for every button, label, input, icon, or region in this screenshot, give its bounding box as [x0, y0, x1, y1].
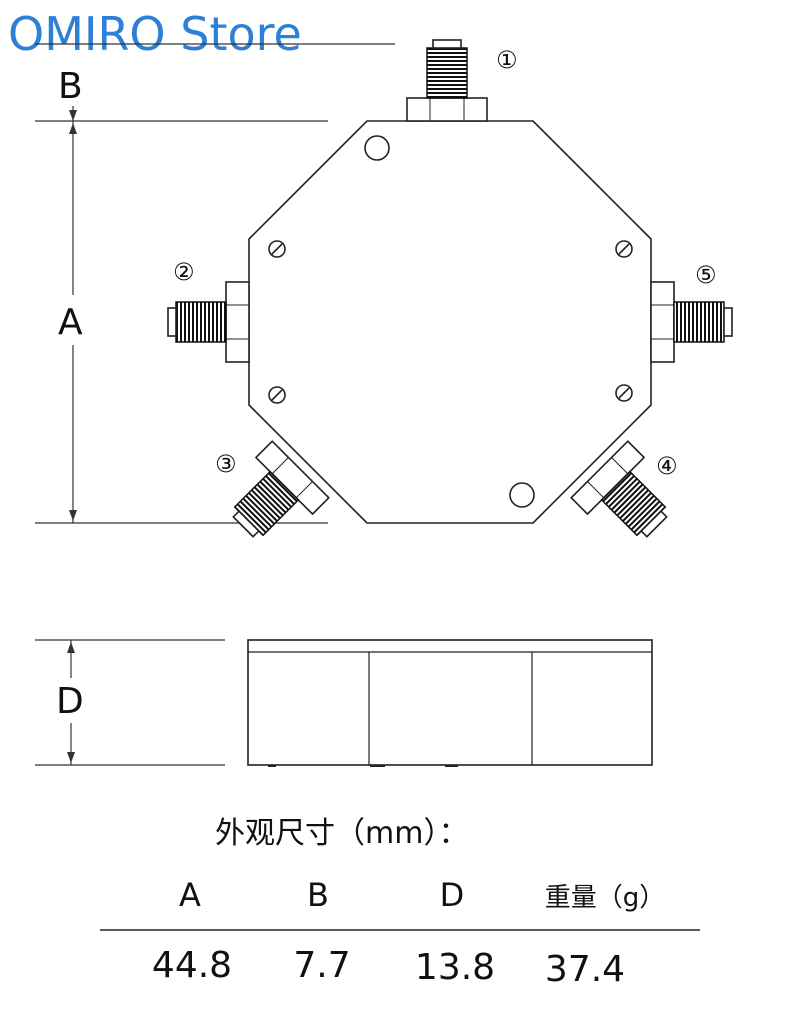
header-d: D — [440, 876, 465, 914]
mounting-hole — [364, 135, 390, 161]
screw-icon — [615, 240, 633, 258]
side-view-body — [247, 639, 653, 767]
sma-connector-port-2 — [167, 281, 250, 363]
store-watermark: OMIRO Store — [8, 7, 302, 61]
port-label-1: ① — [496, 46, 518, 74]
sma-connector-port-3 — [232, 440, 330, 538]
port-label-2: ② — [173, 258, 195, 286]
sma-connector-port-1 — [406, 39, 488, 122]
dimension-label-d: D — [56, 681, 84, 722]
mounting-hole — [509, 482, 535, 508]
value-a: 44.8 — [152, 945, 232, 986]
splitter-body — [248, 120, 652, 524]
sma-connector-port-4 — [570, 440, 668, 538]
header-b: B — [307, 876, 329, 914]
screw-icon — [615, 384, 633, 402]
screw-icon — [268, 386, 286, 404]
header-weight: 重量（g） — [545, 883, 666, 913]
port-label-5: ⑤ — [695, 261, 717, 289]
dimension-lines-side — [35, 639, 225, 766]
screw-icon — [268, 240, 286, 258]
dimension-lines-top — [35, 43, 395, 524]
dimension-label-a: A — [58, 302, 83, 343]
dimension-label-b: B — [58, 66, 83, 107]
value-b: 7.7 — [293, 945, 350, 986]
header-a: A — [179, 876, 201, 914]
port-label-4: ④ — [656, 452, 678, 480]
port-label-3: ③ — [215, 450, 237, 478]
sma-connector-port-5 — [650, 281, 733, 363]
table-title: 外观尺寸（mm）： — [215, 816, 468, 851]
value-d: 13.8 — [415, 947, 495, 988]
value-weight: 37.4 — [545, 949, 625, 990]
